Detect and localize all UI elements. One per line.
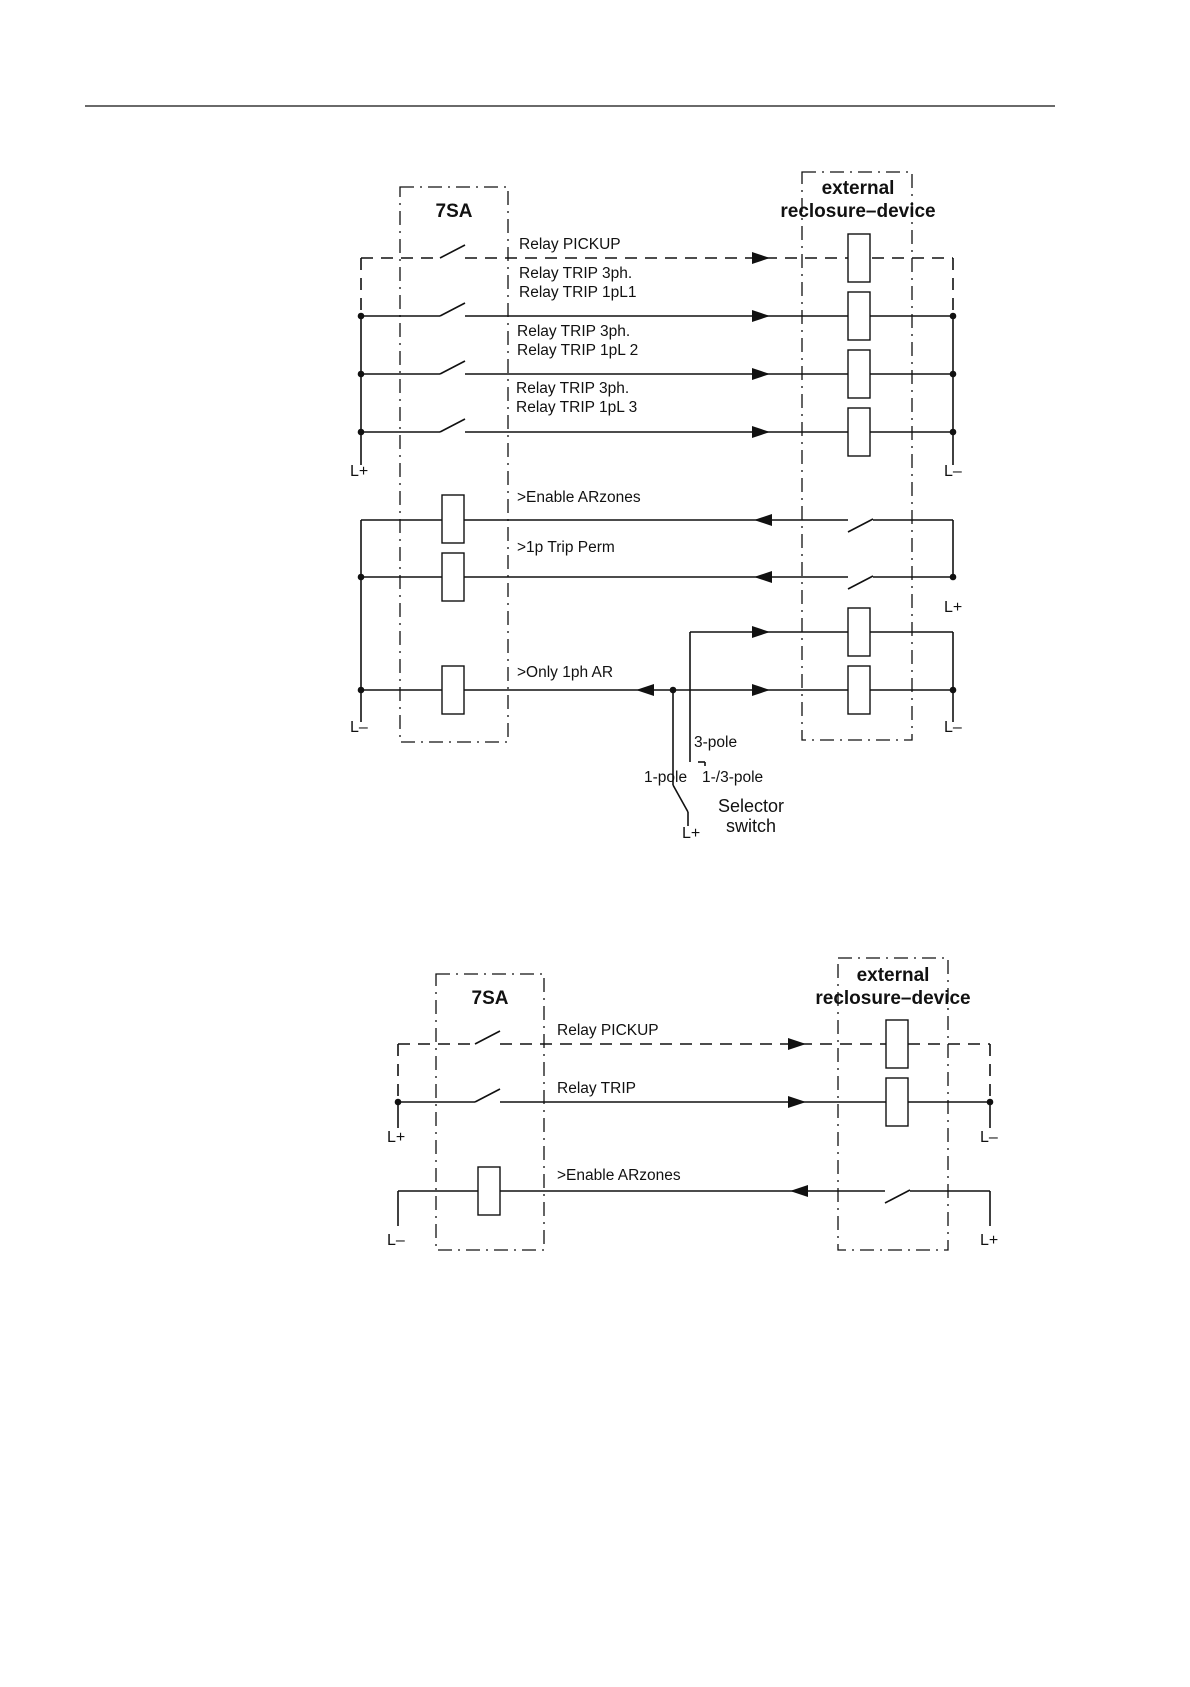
external-title-2: reclosure–device <box>780 201 935 222</box>
device-7sa-title: 7SA <box>472 988 509 1009</box>
supply-l-minus-right: L– <box>944 463 962 480</box>
trip3-label-1: Relay TRIP 3ph. <box>516 380 629 397</box>
coil <box>885 1019 909 1069</box>
relay-pickup-label: Relay PICKUP <box>519 236 621 253</box>
coil <box>847 349 871 399</box>
supply-l-plus-left: L+ <box>350 463 368 480</box>
device-7sa-box <box>399 186 509 743</box>
supply-l-minus-left-bottom: L– <box>350 719 368 736</box>
selector-supply-label: L+ <box>682 825 700 842</box>
trip2-label-1: Relay TRIP 3ph. <box>517 323 630 340</box>
diagram-2: 7SA external reclosure–device Relay PICK… <box>387 957 998 1251</box>
three-pole-branch <box>689 607 954 742</box>
supply-l-minus-right-bottom: L– <box>944 719 962 736</box>
relay-pickup-label: Relay PICKUP <box>557 1022 659 1039</box>
coil <box>847 291 871 341</box>
enable-ar-circuit: >Enable ARzones <box>397 1166 991 1226</box>
external-title-1: external <box>857 965 930 986</box>
coil <box>885 1077 909 1127</box>
supply-l-plus-right-mid: L+ <box>944 599 962 616</box>
external-device-box <box>837 957 949 1251</box>
relay-trip-l2-circuit: Relay TRIP 3ph. Relay TRIP 1pL 2 <box>357 323 957 399</box>
coil <box>847 665 871 715</box>
supply-l-plus-left: L+ <box>387 1129 405 1146</box>
coil <box>441 494 465 544</box>
trip3-label-2: Relay TRIP 1pL 3 <box>516 399 637 416</box>
supply-l-minus-right: L– <box>980 1129 998 1146</box>
relay-pickup-circuit: Relay PICKUP <box>397 1019 991 1102</box>
relay-trip-l1-circuit: Relay TRIP 3ph. Relay TRIP 1pL1 <box>357 265 957 341</box>
enable-ar-label: >Enable ARzones <box>557 1167 681 1184</box>
trip1-label-1: Relay TRIP 3ph. <box>519 265 632 282</box>
selector-switch: 3-pole 1-pole 1-/3-pole Selector switch … <box>644 690 784 842</box>
only-1ph-label: >Only 1ph AR <box>517 664 613 681</box>
pole13-label: 1-/3-pole <box>702 769 763 786</box>
coil <box>477 1166 501 1216</box>
coil <box>847 233 871 283</box>
selector-label-1: Selector <box>718 796 784 816</box>
external-title-2: reclosure–device <box>815 988 970 1009</box>
supply-l-plus-right: L+ <box>980 1232 998 1249</box>
trip-perm-circuit: >1p Trip Perm <box>357 539 957 602</box>
diagram-1: 7SA external reclosure–device Relay PICK… <box>350 171 962 842</box>
external-title-1: external <box>822 178 895 199</box>
device-7sa-box <box>435 973 545 1251</box>
coil <box>847 407 871 457</box>
trip-perm-label: >1p Trip Perm <box>517 539 615 556</box>
external-device-box <box>801 171 913 741</box>
device-7sa-title: 7SA <box>436 201 473 222</box>
only-1ph-ar-circuit: >Only 1ph AR <box>357 664 957 715</box>
trip2-label-2: Relay TRIP 1pL 2 <box>517 342 638 359</box>
pole1-label: 1-pole <box>644 769 687 786</box>
enable-ar-label: >Enable ARzones <box>517 489 641 506</box>
enable-ar-circuit: >Enable ARzones <box>360 489 954 580</box>
trip1-label-2: Relay TRIP 1pL1 <box>519 284 636 301</box>
pole3-label: 3-pole <box>694 734 737 751</box>
coil <box>441 552 465 602</box>
supply-l-minus-left: L– <box>387 1232 405 1249</box>
coil <box>847 607 871 657</box>
coil <box>441 665 465 715</box>
relay-trip-label: Relay TRIP <box>557 1080 636 1097</box>
arrow-right <box>752 252 770 264</box>
relay-pickup-circuit: Relay PICKUP <box>361 233 953 283</box>
selector-label-2: switch <box>726 816 776 836</box>
relay-trip-circuit: Relay TRIP <box>394 1077 994 1128</box>
relay-trip-l3-circuit: Relay TRIP 3ph. Relay TRIP 1pL 3 <box>357 380 957 457</box>
